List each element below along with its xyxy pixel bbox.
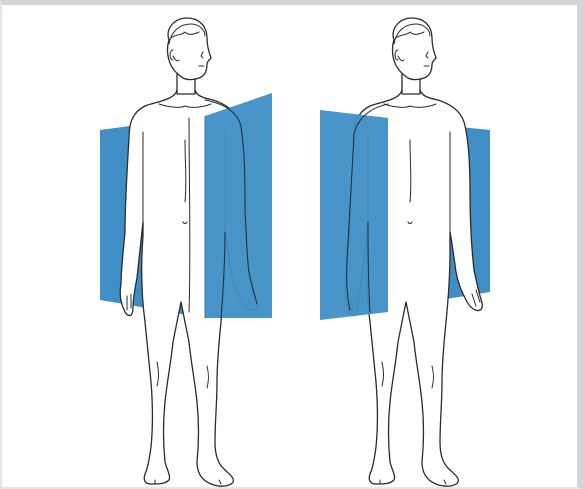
left-figure-group [100, 18, 272, 486]
illustration-canvas [2, 5, 577, 487]
anatomical-planes-illustration [2, 5, 577, 487]
right-figure-group [320, 18, 490, 486]
left-plane-front-panel [205, 93, 272, 318]
